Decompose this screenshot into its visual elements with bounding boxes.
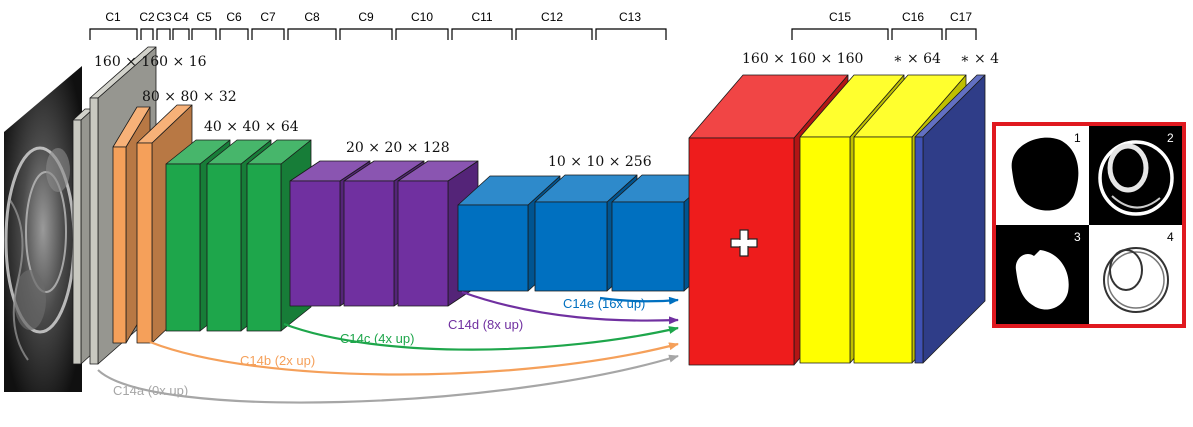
block-c2-front (112, 146, 127, 344)
block-label-c12: C12 (541, 10, 563, 24)
dim-160x160x16: 160 × 160 × 16 (94, 54, 207, 70)
block-label-c15: C15 (829, 10, 851, 24)
block-c12-front (534, 201, 608, 292)
skip-arrow-c14b (149, 340, 679, 376)
bracket-c13 (595, 28, 667, 40)
block-label-c1: C1 (105, 10, 121, 24)
bracket-c6 (219, 28, 249, 40)
dim-40x40x64: 40 × 40 × 64 (204, 119, 299, 135)
bracket-c15 (791, 28, 889, 40)
output-frame (992, 122, 1186, 328)
fusion-plus-icon (730, 229, 758, 257)
block-c10-front (397, 180, 449, 307)
output-index-1: 1 (1074, 131, 1081, 145)
block-label-c5: C5 (196, 10, 212, 24)
block-c16-front (853, 136, 913, 364)
layer-blocks (72, 46, 986, 366)
bracket-c11 (451, 28, 513, 40)
bracket-c8 (287, 28, 337, 40)
skip-arrow-c14d (461, 290, 679, 325)
bracket-c3 (156, 28, 171, 40)
block-c3-front (136, 142, 153, 344)
block-label-c6: C6 (226, 10, 242, 24)
bracket-c10 (395, 28, 449, 40)
skip-label-c14d: C14d (8x up) (448, 317, 523, 332)
dimension-labels: 160 × 160 × 16 80 × 80 × 32 40 × 40 × 64… (94, 51, 999, 170)
block-brackets (89, 28, 977, 40)
input-mri-image (4, 66, 82, 392)
block-c7-front (246, 163, 282, 332)
dim-star-x-4: ∗ × 4 (960, 51, 999, 67)
block-label-c9: C9 (358, 10, 374, 24)
block-c8-front (289, 180, 341, 307)
dim-160x160x160: 160 × 160 × 160 (742, 51, 863, 67)
block-label-c13: C13 (619, 10, 641, 24)
dim-20x20x128: 20 × 20 × 128 (346, 140, 450, 156)
skip-label-c14a: C14a (0x up) (113, 383, 188, 398)
block-labels: C1 C2 C3 C4 C5 C6 C7 C8 C9 C10 C11 C12 C… (105, 10, 972, 24)
output-mask-4 (1103, 247, 1169, 313)
skip-arrow-c14a (97, 354, 679, 404)
block-c9-front (343, 180, 395, 307)
block-label-c7: C7 (260, 10, 276, 24)
bracket-c7 (251, 28, 285, 40)
block-c1b-front (89, 97, 99, 365)
bracket-c12 (515, 28, 593, 40)
block-c15-front (799, 136, 851, 364)
block-c17-front (914, 136, 924, 364)
bracket-c17 (945, 28, 977, 40)
skip-connection-arrows: C14a (0x up) C14b (2x up) C14c (4x up) C… (97, 290, 679, 404)
block-c5-front (165, 163, 201, 332)
skip-arrow-c14c (283, 322, 679, 351)
skip-label-c14e: C14e (16x up) (563, 296, 645, 311)
output-mask-3 (1015, 250, 1069, 310)
bracket-c5 (191, 28, 217, 40)
block-label-c4: C4 (173, 10, 189, 24)
block-label-c16: C16 (902, 10, 924, 24)
bracket-c1 (89, 28, 138, 40)
output-index-4: 4 (1167, 230, 1174, 244)
block-c13-front (611, 201, 685, 292)
bracket-c9 (339, 28, 393, 40)
block-c6-front (206, 163, 242, 332)
block-c11-front (457, 204, 529, 292)
dim-star-x-64: ∗ × 64 (893, 51, 941, 67)
dim-80x80x32: 80 × 80 × 32 (142, 89, 237, 105)
bracket-c4 (172, 28, 190, 40)
block-label-c17: C17 (950, 10, 972, 24)
dim-10x10x256: 10 × 10 × 256 (548, 154, 652, 170)
bracket-c16 (891, 28, 943, 40)
output-panel: 1 2 3 4 (992, 122, 1186, 328)
output-mask-1 (1011, 137, 1079, 211)
block-label-c8: C8 (304, 10, 320, 24)
skip-arrow-c14e (599, 296, 679, 305)
output-index-3: 3 (1074, 230, 1081, 244)
block-label-c2: C2 (139, 10, 155, 24)
block-label-c3: C3 (156, 10, 172, 24)
output-mask-2 (1098, 140, 1174, 216)
block-label-c11: C11 (471, 10, 492, 24)
block-c17 (914, 74, 986, 364)
output-index-2: 2 (1167, 131, 1174, 145)
block-label-c10: C10 (411, 10, 433, 24)
bracket-c2 (140, 28, 154, 40)
block-c1a-front (72, 119, 82, 365)
skip-label-c14c: C14c (4x up) (340, 331, 414, 346)
skip-label-c14b: C14b (2x up) (240, 353, 315, 368)
